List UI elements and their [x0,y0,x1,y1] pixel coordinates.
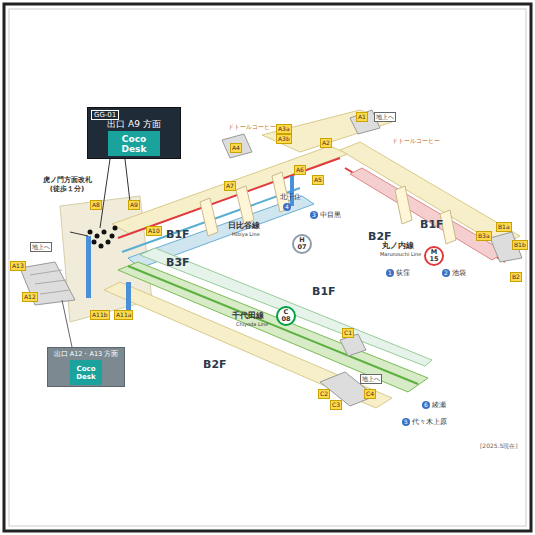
destination: 代々木上原 [412,417,447,427]
node-text: H [299,237,304,244]
node-text: 08 [281,316,290,323]
shop-name: ドトールコーヒー [228,124,276,131]
line-badge: C08 [276,306,296,326]
exit-label: A8 [90,200,102,210]
exit-label: A3b [276,134,292,144]
node-text: Coco Desk [108,134,160,154]
node-text: C [284,309,289,316]
node-text: 15 [429,256,438,263]
exit-label: C3 [330,400,342,410]
shop-name: ドトールコーヒー [392,138,440,145]
exit-label: B2 [510,272,522,282]
exit-label: B3a [476,231,492,241]
node-text: GG-01 [91,110,119,120]
node-text: Coco Desk [70,365,102,381]
exit-label: A12 [22,292,38,302]
exit-label: C2 [318,389,330,399]
exit-label: A11b [90,310,110,320]
brand-logo: Coco Desk [70,360,102,385]
direction-number: 2 [442,269,450,277]
direction-number: 5 [402,418,410,426]
destination: 中目黒 [320,210,341,220]
exit-label: A3a [276,124,292,134]
exit-label: A1 [356,112,368,122]
exit-direction: 地上へ [360,374,382,384]
line-badge: H07 [292,234,312,254]
exit-label: A11a [114,310,133,320]
exit-label: A10 [146,226,162,236]
date-note: [2025.5現在] [480,442,518,451]
exit-label: A5 [312,175,324,185]
floor-label: B3F [166,256,190,269]
floor-label: B2F [203,358,227,371]
exit-label: A13 [10,261,26,271]
exit-label: A7 [224,181,236,191]
floor-label: B1F [166,228,190,241]
exit-label: B1b [512,240,528,250]
exit-direction: 地上へ [374,112,396,122]
exit-label: C4 [364,389,376,399]
line-name: 千代田線 [232,310,264,321]
exit-direction: 地上へ [30,242,52,252]
floor-label: B1F [420,218,444,231]
callout-text: 虎ノ門方面改札 (徒歩１分) [38,176,96,194]
exit-label: B1a [496,222,512,232]
destination: 綾瀬 [432,400,446,410]
destination: 北千住 [280,192,301,202]
exit-label: A9 [128,200,140,210]
direction-number: 6 [422,401,430,409]
node-text: M [431,249,437,256]
info-box: 出口 A12・A13 方面 Coco Desk [47,347,125,387]
node-text: 出口 A9 方面 [88,118,180,131]
line-badge: M15 [424,246,444,266]
exit-label: C1 [342,328,354,338]
line-name-en: Marunouchi Line [380,251,421,257]
direction-number: 3 [310,211,318,219]
destination: 池袋 [452,268,466,278]
node-text: 07 [297,244,306,251]
exit-label: A4 [230,143,242,153]
destination: 荻窪 [396,268,410,278]
line-name: 丸ノ内線 [382,240,414,251]
exit-label: A2 [320,138,332,148]
line-name: 日比谷線 [228,220,260,231]
node-text: 出口 A12・A13 方面 [48,350,124,359]
floor-label: B1F [312,285,336,298]
line-name-en: Hibiya Line [232,231,260,237]
direction-number: 4 [283,203,291,211]
brand-logo: Coco Desk [108,131,160,156]
exit-label: A6 [294,165,306,175]
info-box: GG-01出口 A9 方面 Coco Desk [87,107,181,159]
direction-number: 1 [386,269,394,277]
line-name-en: Chiyoda Line [236,321,268,327]
